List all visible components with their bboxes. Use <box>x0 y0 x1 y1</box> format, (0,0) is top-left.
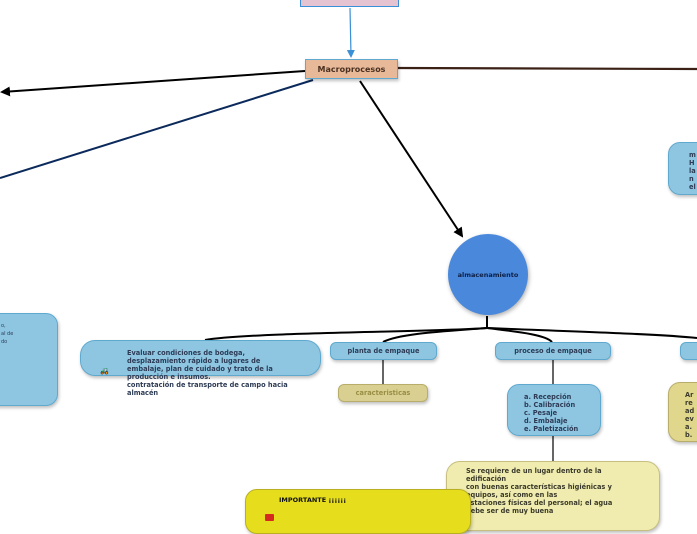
connector-macro-almac <box>359 80 464 238</box>
planta-node[interactable]: planta de empaque <box>330 342 437 360</box>
top-node[interactable] <box>300 0 399 7</box>
right-branch-node[interactable] <box>680 342 697 360</box>
connector-macro-left <box>0 70 306 97</box>
branch-evaluar <box>204 327 488 341</box>
pasos-text: a. Recepción b. Calibración c. Pesaje d.… <box>524 393 579 433</box>
right-bottom-text: Ar re ad ev a. b. <box>685 391 695 439</box>
macroprocesos-node[interactable]: Macroprocesos <box>305 59 398 79</box>
left-partial-text: o, al de do <box>1 323 14 345</box>
right-bottom-node[interactable]: Ar re ad ev a. b. <box>668 382 697 442</box>
planta-label: planta de empaque <box>347 347 420 355</box>
connector-top-macro <box>346 7 355 58</box>
requiere-text: Se requiere de un lugar dentro de la edi… <box>466 467 613 515</box>
right-top-node[interactable]: m H la n el <box>668 142 697 195</box>
almacenamiento-label: almacenamiento <box>457 270 519 279</box>
left-partial-node[interactable]: o, al de do <box>0 313 58 406</box>
importante-node[interactable]: IMPORTANTE ¡¡¡¡¡¡ <box>245 489 471 534</box>
importante-label: IMPORTANTE ¡¡¡¡¡¡ <box>279 496 347 504</box>
almacenamiento-node[interactable]: almacenamiento <box>448 234 528 315</box>
branch-right <box>486 327 697 339</box>
requiere-node[interactable]: Se requiere de un lugar dentro de la edi… <box>446 461 660 531</box>
proceso-node[interactable]: proceso de empaque <box>495 342 611 360</box>
macroprocesos-label: Macroprocesos <box>317 64 386 74</box>
caracteristicas-label: caracteristicas <box>355 389 411 397</box>
caracteristicas-node[interactable]: caracteristicas <box>338 384 428 402</box>
evaluar-text: Evaluar condiciones de bodega, desplazam… <box>127 349 288 397</box>
branch-planta <box>382 327 488 343</box>
connector-macro-right <box>397 66 697 71</box>
tractor-icon: 🚜 <box>100 367 109 375</box>
right-top-text: m H la n el <box>689 151 696 191</box>
flag-icon <box>265 514 274 521</box>
proceso-label: proceso de empaque <box>514 347 592 355</box>
connector-lines <box>0 7 697 461</box>
evaluar-node[interactable]: 🚜 Evaluar condiciones de bodega, desplaz… <box>80 340 321 397</box>
connector-macro-lowerleft <box>0 79 314 179</box>
pasos-node[interactable]: a. Recepción b. Calibración c. Pesaje d.… <box>507 384 601 436</box>
